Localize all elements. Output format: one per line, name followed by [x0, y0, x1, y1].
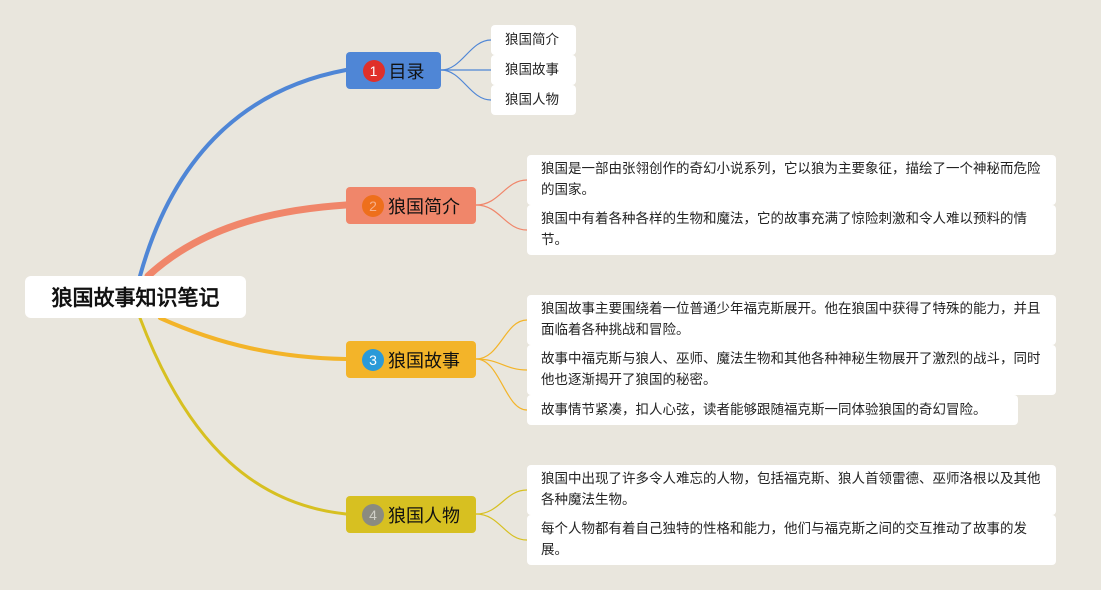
leaf-topic[interactable]: 狼国中有着各种各样的生物和魔法，它的故事充满了惊险刺激和令人难以预料的情节。: [527, 205, 1056, 255]
leaf-topic[interactable]: 狼国故事主要围绕着一位普通少年福克斯展开。他在狼国中获得了特殊的能力，并且面临着…: [527, 295, 1056, 345]
root-link-3: [158, 316, 348, 361]
branch-topic-characters[interactable]: 4 狼国人物: [346, 496, 476, 533]
leaf-link-4-1: [475, 489, 528, 515]
branch-label: 狼国人物: [388, 505, 460, 527]
leaf-topic[interactable]: 狼国中出现了许多令人难忘的人物，包括福克斯、狼人首领雷德、巫师洛根以及其他各种魔…: [527, 465, 1056, 515]
leaf-topic[interactable]: 每个人物都有着自己独特的性格和能力，他们与福克斯之间的交互推动了故事的发展。: [527, 515, 1056, 565]
leaf-link-2-2: [475, 204, 528, 231]
leaf-topic[interactable]: 故事情节紧凑，扣人心弦，读者能够跟随福克斯一同体验狼国的奇幻冒险。: [527, 395, 1018, 425]
leaf-link-1-1: [440, 39, 492, 71]
number-badge-3: 3: [362, 348, 384, 371]
branch-label: 狼国故事: [388, 350, 460, 372]
leaf-link-2-1: [475, 179, 528, 206]
root-link-4: [138, 316, 348, 516]
root-link-2: [144, 201, 350, 280]
leaf-topic[interactable]: 狼国是一部由张翎创作的奇幻小说系列，它以狼为主要象征，描绘了一个神秘而危险的国家…: [527, 155, 1056, 205]
number-badge-1: 1: [362, 59, 385, 82]
leaf-link-3-3: [475, 358, 528, 411]
number-badge-4: 4: [362, 503, 384, 526]
leaf-link-4-2: [475, 513, 528, 541]
leaf-topic[interactable]: 狼国人物: [491, 85, 576, 115]
branch-label: 目录: [388, 61, 425, 83]
root-topic[interactable]: 狼国故事知识笔记: [25, 276, 246, 318]
branch-topic-intro[interactable]: 2 狼国简介: [346, 187, 476, 224]
root-link-1: [138, 68, 348, 278]
leaf-topic[interactable]: 狼国简介: [491, 25, 576, 55]
leaf-link-3-2: [475, 358, 528, 371]
branch-topic-story[interactable]: 3 狼国故事: [346, 341, 476, 378]
branch-label: 狼国简介: [388, 196, 460, 218]
number-badge-2: 2: [362, 194, 384, 217]
leaf-topic[interactable]: 狼国故事: [491, 55, 576, 85]
leaf-link-3-1: [475, 319, 528, 360]
leaf-link-1-3: [440, 69, 492, 101]
leaf-topic[interactable]: 故事中福克斯与狼人、巫师、魔法生物和其他各种神秘生物展开了激烈的战斗，同时他也逐…: [527, 345, 1056, 395]
branch-topic-contents[interactable]: 1 目录: [346, 52, 441, 89]
